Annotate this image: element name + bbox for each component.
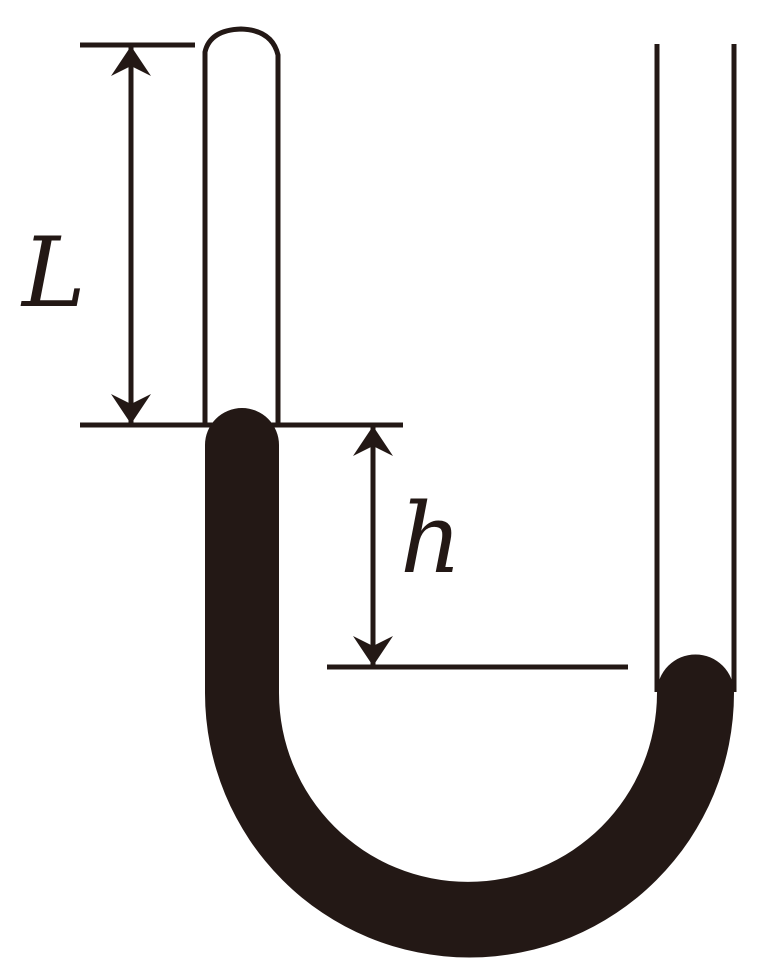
left-tube-closed-end: [202, 26, 281, 425]
mercury-column: [205, 408, 734, 958]
length-label: L: [20, 217, 86, 329]
height-label: h: [400, 483, 462, 595]
